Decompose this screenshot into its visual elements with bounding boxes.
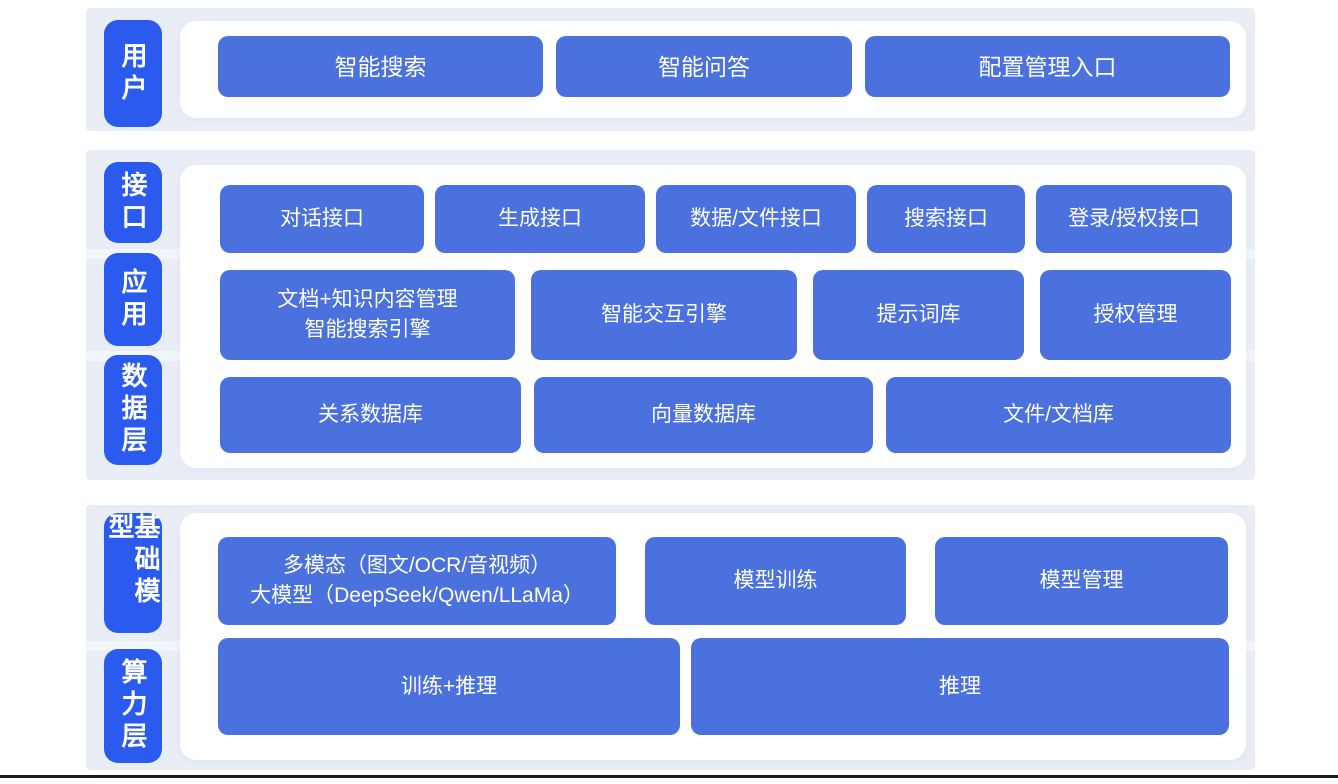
block-line: 配置管理入口: [978, 53, 1117, 80]
layer-label-application: 应用: [104, 253, 162, 346]
block-multimodal-llm: 多模态（图文/OCR/音视频） 大模型（DeepSeek/Qwen/LLaMa）: [218, 537, 616, 625]
block-dialog-api: 对话接口: [220, 185, 424, 253]
section-user-layer: 智能搜索 智能问答 配置管理入口 用户: [86, 8, 1255, 131]
block-config-management-entry: 配置管理入口: [865, 36, 1230, 97]
block-line: 智能搜索: [334, 53, 427, 80]
block-model-management: 模型管理: [935, 537, 1228, 625]
block-line: 推理: [939, 674, 981, 698]
block-line: 文件/文档库: [1003, 403, 1114, 426]
block-line: 文档+知识内容管理: [277, 288, 458, 311]
block-line: 授权管理: [1093, 303, 1178, 326]
block-smart-qa: 智能问答: [556, 36, 852, 97]
block-line: 大模型（DeepSeek/Qwen/LLaMa）: [250, 584, 584, 607]
block-line: 智能交互引擎: [601, 303, 727, 326]
layer-label-text: 应用: [118, 267, 148, 332]
application-block-row: 文档+知识内容管理 智能搜索引擎 智能交互引擎 提示词库 授权管理: [220, 270, 1231, 360]
platform-blocks-card: 对话接口 生成接口 数据/文件接口 搜索接口 登录/授权接口 文档+知识内容管理: [180, 165, 1246, 468]
layer-label-text: 数据层: [118, 362, 148, 458]
block-file-doc-store: 文件/文档库: [886, 377, 1231, 453]
foundation-blocks-card: 多模态（图文/OCR/音视频） 大模型（DeepSeek/Qwen/LLaMa）…: [180, 513, 1246, 760]
layer-label-compute: 算力层: [104, 649, 162, 763]
bottom-rule: [0, 775, 1338, 778]
block-line: 生成接口: [498, 207, 582, 230]
block-generation-api: 生成接口: [435, 185, 645, 253]
block-line: 模型训练: [733, 569, 818, 592]
interface-block-row: 对话接口 生成接口 数据/文件接口 搜索接口 登录/授权接口: [220, 185, 1232, 253]
block-line: 提示词库: [876, 303, 961, 326]
block-line: 训练+推理: [400, 674, 498, 698]
compute-block-row: 训练+推理 推理: [218, 638, 1231, 735]
layer-label-interface: 接口: [104, 162, 162, 243]
block-vector-db: 向量数据库: [534, 377, 873, 453]
block-line: 模型管理: [1039, 569, 1124, 592]
block-prompt-library: 提示词库: [813, 270, 1024, 360]
layer-label-user: 用户: [104, 20, 162, 127]
block-line: 关系数据库: [318, 403, 423, 426]
layer-label-text: 接口: [118, 170, 148, 235]
section-platform-layer: 对话接口 生成接口 数据/文件接口 搜索接口 登录/授权接口 文档+知识内容管理: [86, 150, 1255, 480]
block-doc-knowledge-search-engine: 文档+知识内容管理 智能搜索引擎: [220, 270, 515, 360]
section-foundation-layer: 多模态（图文/OCR/音视频） 大模型（DeepSeek/Qwen/LLaMa）…: [86, 505, 1255, 770]
block-line: 对话接口: [280, 207, 364, 230]
model-block-row: 多模态（图文/OCR/音视频） 大模型（DeepSeek/Qwen/LLaMa）…: [218, 537, 1231, 625]
user-block-row: 智能搜索 智能问答 配置管理入口: [218, 36, 1231, 97]
block-login-auth-api: 登录/授权接口: [1036, 185, 1232, 253]
block-relational-db: 关系数据库: [220, 377, 521, 453]
layer-label-text: 用户: [118, 41, 148, 106]
data-block-row: 关系数据库 向量数据库 文件/文档库: [220, 377, 1231, 453]
block-interaction-engine: 智能交互引擎: [531, 270, 797, 360]
layer-label-text: 算力层: [118, 658, 148, 754]
layer-label-data: 数据层: [104, 355, 162, 465]
block-inference: 推理: [691, 638, 1229, 735]
layer-label-foundation-model: 基础模型: [104, 513, 162, 633]
block-line: 智能问答: [658, 53, 750, 80]
block-smart-search: 智能搜索: [218, 36, 543, 97]
block-auth-management: 授权管理: [1040, 270, 1231, 360]
layer-label-text: 基础模型: [105, 513, 161, 609]
user-blocks-card: 智能搜索 智能问答 配置管理入口: [180, 21, 1246, 118]
block-line: 向量数据库: [651, 403, 756, 426]
block-data-file-api: 数据/文件接口: [656, 185, 856, 253]
block-line: 多模态（图文/OCR/音视频）: [282, 554, 552, 577]
block-training-inference: 训练+推理: [218, 638, 680, 735]
block-line: 智能搜索引擎: [304, 318, 431, 341]
block-line: 搜索接口: [904, 207, 988, 230]
block-search-api: 搜索接口: [867, 185, 1025, 253]
block-line: 登录/授权接口: [1068, 207, 1200, 230]
block-model-training: 模型训练: [645, 537, 906, 625]
block-line: 数据/文件接口: [690, 207, 822, 230]
